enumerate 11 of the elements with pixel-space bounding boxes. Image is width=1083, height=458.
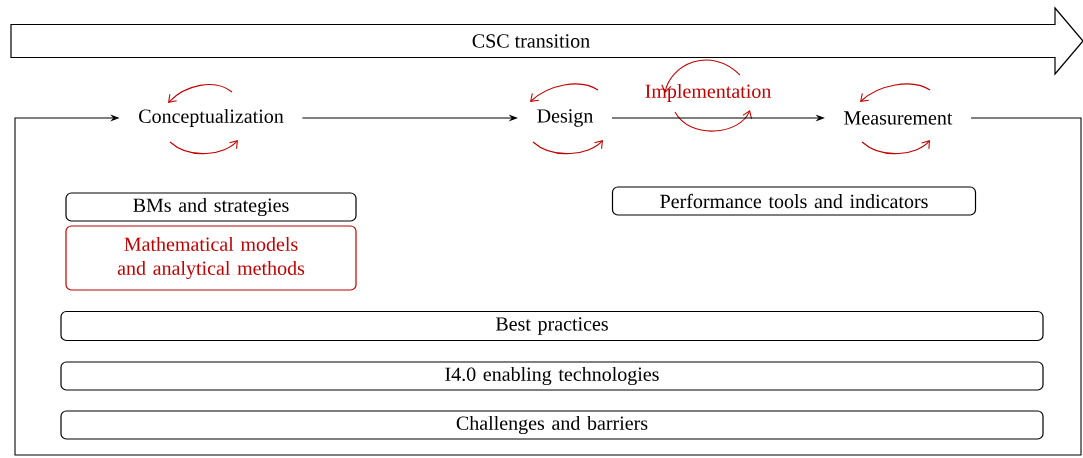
text-box: Performance tools and indicators (611, 186, 977, 216)
stage-label: Design (537, 109, 594, 127)
text-box: Best practices (60, 310, 1044, 342)
arrow (14, 114, 1082, 456)
text-box: Challenges and barriers (60, 410, 1044, 440)
stage-label: Conceptualization (139, 108, 284, 128)
text-box: Mathematical models and analytical methods (65, 225, 357, 291)
text-box: I4.0 enabling technologies (60, 361, 1044, 391)
text-box: BMs and strategies (65, 192, 357, 222)
stage-label: Implementation (645, 83, 772, 103)
stage-label: Measurement (844, 111, 953, 125)
